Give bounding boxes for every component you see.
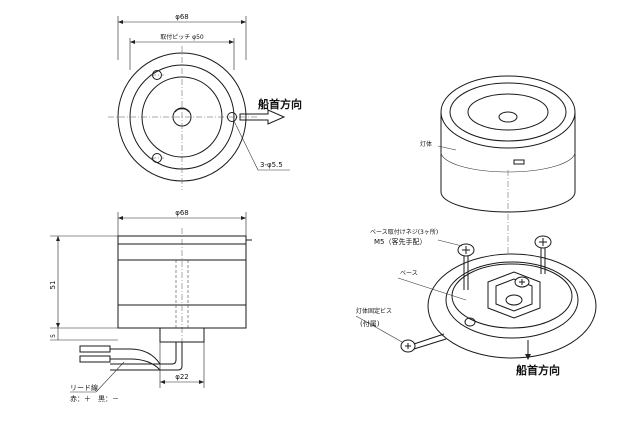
bow-direction-arrow-exploded: [525, 340, 531, 360]
holes-label: 3-φ5.5: [260, 161, 283, 169]
lamp-body: [440, 75, 576, 213]
stem-dia-label: φ22: [175, 373, 189, 381]
base-label: ベース: [400, 270, 418, 277]
mount-hole: [150, 70, 237, 163]
fix-screw-note: (付属): [360, 319, 380, 328]
base: [427, 253, 597, 359]
lead-wire: [79, 342, 183, 371]
lead-wire-label: リード線: [70, 383, 98, 392]
base-screw: [457, 235, 552, 290]
exploded-view: 灯体: [355, 75, 597, 377]
height-label: 51: [49, 281, 57, 290]
fixing-screw: [400, 333, 447, 353]
base-height-label: 5: [50, 334, 57, 338]
front-view: φ68 51 5: [49, 209, 252, 403]
fix-screw-label: 灯体固定ビス: [356, 307, 392, 315]
lamp-body-label: 灯体: [420, 140, 432, 148]
top-dia-label: φ68: [175, 13, 189, 21]
bow-direction-label-exploded: 船首方向: [516, 363, 560, 377]
mount-pitch-label: 取付ピッチ φ50: [160, 33, 204, 41]
front-dia-label: φ68: [175, 209, 189, 217]
top-view: φ68 取付ピッチ φ50 船首方向 3-φ5.5: [108, 13, 302, 190]
bow-direction-label: 船首方向: [258, 97, 302, 111]
polarity-label: 赤：＋ 黒：－: [70, 395, 119, 403]
base-screw-label: ベース取付けネジ(3ヶ所): [370, 228, 438, 236]
bow-direction-arrow: [239, 109, 286, 125]
base-screw-spec-label: M5（客先手配）: [374, 237, 427, 246]
